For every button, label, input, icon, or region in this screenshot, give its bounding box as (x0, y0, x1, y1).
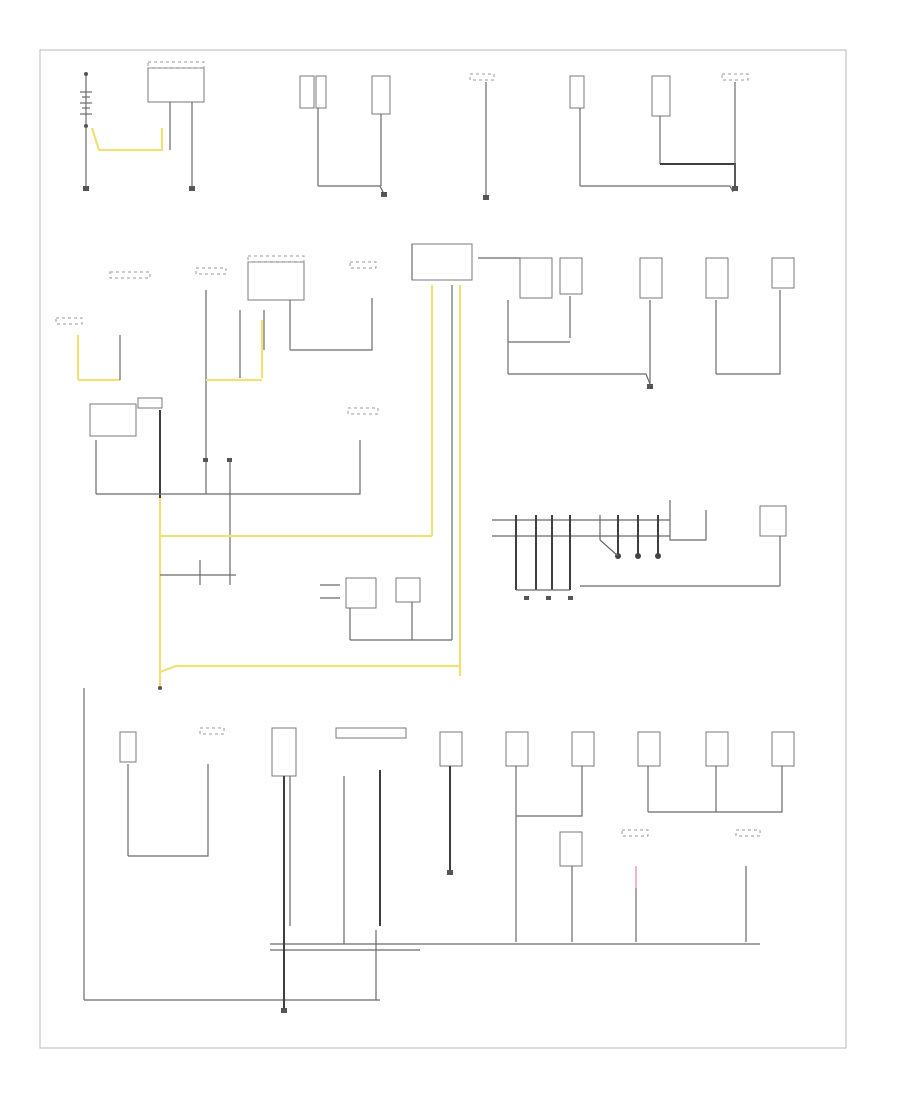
diagram-frame (39, 49, 847, 1049)
ground-point-icon (83, 186, 89, 191)
component-box (345, 577, 377, 609)
transmission-section (147, 61, 205, 191)
right-connector-block (492, 500, 787, 600)
component-box (651, 75, 671, 117)
ground-point-icon (447, 870, 453, 875)
component-box (137, 397, 163, 409)
ground-point-icon (732, 186, 738, 191)
component-box (411, 243, 473, 281)
component-box (759, 505, 787, 537)
bottom-ground-bus (84, 926, 760, 1013)
component-box (559, 257, 583, 295)
ground-point-icon (189, 186, 195, 191)
component-box (315, 75, 327, 109)
highlighted-ground-loops (158, 498, 462, 690)
center-components (320, 577, 452, 641)
component-box (571, 731, 595, 767)
component-box (519, 257, 553, 299)
component-box (247, 261, 305, 301)
component-box (771, 731, 795, 767)
component-box (637, 731, 661, 767)
component-box (439, 731, 463, 767)
component-box (559, 831, 583, 867)
component-box (395, 577, 421, 603)
battery-section (80, 72, 164, 191)
component-box (89, 403, 137, 437)
component-box (569, 75, 585, 109)
component-box (771, 257, 795, 289)
ground-point-icon (381, 192, 387, 197)
transmission-box (147, 67, 205, 103)
component-box (371, 75, 391, 115)
bottom-row-components (119, 727, 795, 942)
right-row-components (478, 257, 795, 389)
component-box (639, 257, 663, 299)
component-box (271, 727, 297, 777)
component-box (335, 727, 407, 739)
component-box (119, 731, 137, 763)
ground-point-icon (483, 195, 489, 200)
top-row-components (299, 73, 749, 200)
component-box (299, 75, 315, 109)
component-box (705, 731, 729, 767)
component-box (705, 257, 729, 299)
splice-left (83, 560, 236, 1000)
ground-point-icon (281, 1008, 287, 1013)
ground-point-icon (647, 384, 653, 389)
middle-left-sensors (55, 243, 473, 675)
component-box (505, 731, 529, 767)
